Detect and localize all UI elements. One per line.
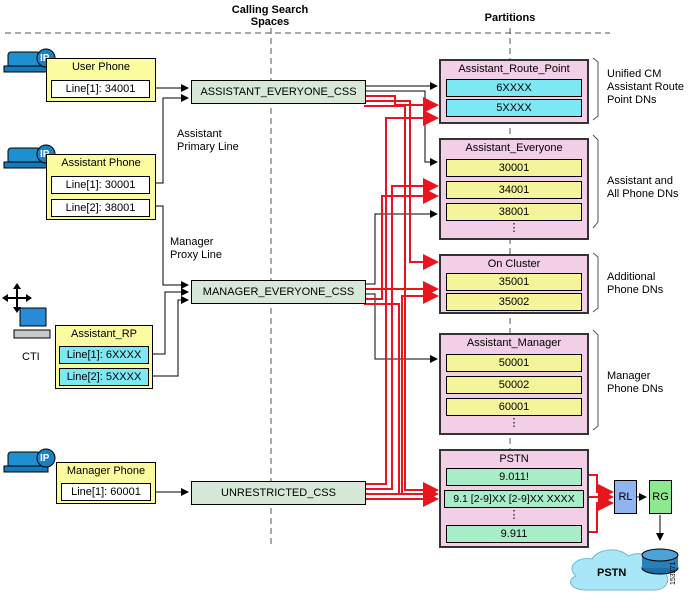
- partition-title: Assistant_Route_Point: [458, 63, 570, 75]
- dn-item: 6XXXX: [446, 79, 582, 97]
- partition-on-cluster[interactable]: On Cluster 35001 35002: [439, 254, 589, 314]
- user-phone-device[interactable]: User Phone Line[1]: 34001: [46, 58, 156, 102]
- figure-id: 153271: [670, 561, 677, 585]
- dn-item: 50001: [446, 354, 582, 372]
- header-partitions: Partitions: [484, 12, 536, 24]
- route-group-box[interactable]: RG: [649, 480, 672, 514]
- line-button[interactable]: Line[2]: 5XXXX: [59, 368, 149, 386]
- css-assistant-everyone[interactable]: ASSISTANT_EVERYONE_CSS: [191, 80, 366, 104]
- ip-label: IP: [40, 453, 50, 464]
- css-manager-everyone[interactable]: MANAGER_EVERYONE_CSS: [191, 280, 366, 304]
- device-title: Assistant Phone: [61, 157, 141, 169]
- partition-assistant-manager[interactable]: Assistant_Manager 50001 50002 60001 ⋮: [439, 333, 589, 435]
- manager-phone-device[interactable]: Manager Phone Line[1]: 60001: [56, 462, 156, 504]
- dn-item: 30001: [446, 159, 582, 177]
- pstn-cloud-label: PSTN: [597, 567, 627, 579]
- dn-item: 9.1 [2-9]XX [2-9]XX XXXX: [444, 490, 584, 508]
- line-button[interactable]: Line[1]: 60001: [61, 483, 151, 501]
- dn-item: 38001: [446, 203, 582, 221]
- cti-label: CTI: [22, 351, 40, 363]
- partition-assistant-route-point[interactable]: Assistant_Route_Point 6XXXX 5XXXX: [439, 59, 589, 124]
- line-button[interactable]: Line[1]: 30001: [51, 176, 150, 194]
- dn-item: 34001: [446, 181, 582, 199]
- dn-item: 35002: [446, 293, 582, 311]
- partition-title: On Cluster: [487, 258, 541, 270]
- partition-title: Assistant_Everyone: [465, 142, 563, 154]
- dn-item: 9.911: [446, 525, 582, 543]
- partition-title: Assistant_Manager: [466, 337, 562, 349]
- dn-item: 50002: [446, 376, 582, 394]
- route-list-box[interactable]: RL: [614, 480, 637, 514]
- device-title: User Phone: [71, 61, 131, 73]
- ip-label: IP: [40, 149, 50, 160]
- dn-item: 35001: [446, 273, 582, 291]
- partition-assistant-everyone[interactable]: Assistant_Everyone 30001 34001 38001 ⋮: [439, 138, 589, 240]
- css-unrestricted[interactable]: UNRESTRICTED_CSS: [191, 481, 366, 505]
- more-dots: ⋮: [508, 222, 520, 234]
- assistant-line1-to-css: [151, 94, 189, 184]
- rp-line2-to-manager-css: [151, 296, 189, 377]
- line-button[interactable]: Line[1]: 6XXXX: [59, 346, 149, 364]
- dn-item: 5XXXX: [446, 99, 582, 117]
- ip-phone-icon-manager: [3, 448, 56, 473]
- dn-item: 9.011!: [446, 468, 582, 486]
- move-arrows-icon: [5, 286, 29, 310]
- more-dots: ⋮: [508, 417, 520, 429]
- device-title: Manager Phone: [66, 465, 146, 477]
- partition-title: PSTN: [499, 453, 529, 465]
- line-button[interactable]: Line[2]: 38001: [51, 199, 150, 217]
- device-title: Assistant_RP: [70, 328, 138, 340]
- ip-label: IP: [40, 53, 50, 64]
- assistant-line2-to-manager-css: [151, 205, 189, 289]
- partition-pstn[interactable]: PSTN 9.011! 9.1 [2-9]XX [2-9]XX XXXX ⋮ 9…: [439, 449, 589, 548]
- cti-computer-icon: [19, 307, 47, 327]
- assistant-phone-device[interactable]: Assistant Phone Line[1]: 30001 Line[2]: …: [46, 154, 156, 220]
- rp-line1-to-manager-css: [151, 288, 189, 355]
- assistant-rp-device[interactable]: Assistant_RP Line[1]: 6XXXX Line[2]: 5XX…: [55, 325, 153, 389]
- more-dots: ⋮: [508, 509, 520, 521]
- dn-item: 60001: [446, 398, 582, 416]
- line-button[interactable]: Line[1]: 34001: [51, 80, 150, 98]
